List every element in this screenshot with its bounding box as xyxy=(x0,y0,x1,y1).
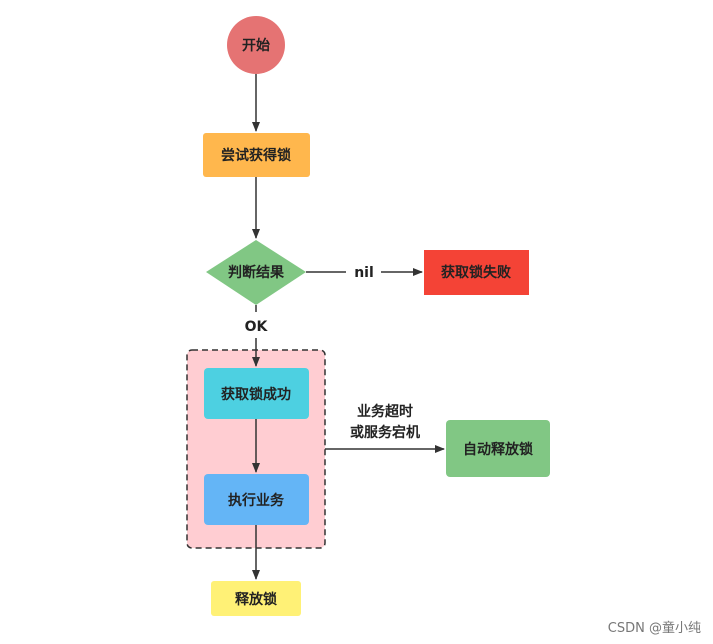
execute-node xyxy=(204,474,309,525)
start-node xyxy=(227,16,285,74)
edge-label-timeout-line2: 或服务宕机 xyxy=(350,424,420,441)
try-lock-label: 尝试获得锁 xyxy=(221,147,291,164)
edge-label-nil: nil xyxy=(354,265,374,281)
release-node xyxy=(211,581,301,616)
edge-label-ok: OK xyxy=(245,319,269,335)
edge-label-timeout-line1: 业务超时 xyxy=(357,403,413,420)
fail-node xyxy=(424,250,529,295)
try-lock-node xyxy=(203,133,310,177)
start-label: 开始 xyxy=(242,37,270,54)
success-label: 获取锁成功 xyxy=(221,386,291,403)
fail-label: 获取锁失败 xyxy=(441,264,512,281)
decision-node xyxy=(206,240,306,305)
decision-label: 判断结果 xyxy=(228,264,285,281)
auto-release-label: 自动释放锁 xyxy=(463,441,533,458)
auto-release-node xyxy=(446,420,550,477)
release-label: 释放锁 xyxy=(235,591,277,608)
watermark: CSDN @童小纯 xyxy=(607,621,701,636)
success-node xyxy=(204,368,309,419)
execute-label: 执行业务 xyxy=(228,492,285,509)
